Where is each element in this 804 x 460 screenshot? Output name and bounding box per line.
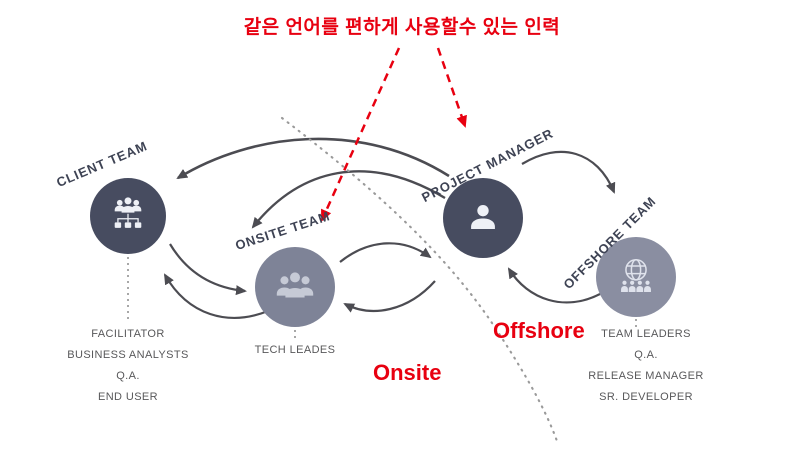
arrow-pm-to-onsite-return: [343, 280, 436, 313]
arrow-onsite-to-pm: [339, 242, 432, 263]
person-icon: [471, 204, 495, 229]
annotation-arrow-to-onsite: [320, 47, 401, 222]
arrow-offshore-to-pm: [507, 267, 601, 304]
role-item: SR. DEVELOPER: [599, 391, 693, 403]
role-item: TECH LEADES: [254, 344, 336, 356]
role-item: TEAM LEADERS: [601, 328, 691, 340]
client-team-roles: FACILITATOR BUSINESS ANALYSTS Q.A. END U…: [38, 324, 218, 408]
onsite-offshore-divider: [280, 116, 560, 446]
role-item: BUSINESS ANALYSTS: [67, 349, 189, 361]
arrow-pm-to-offshore: [521, 150, 616, 194]
role-item: Q.A.: [634, 349, 658, 361]
role-item: RELEASE MANAGER: [588, 370, 704, 382]
offshore-team-roles: TEAM LEADERS Q.A. RELEASE MANAGER SR. DE…: [566, 324, 726, 408]
role-item: END USER: [97, 391, 159, 403]
arrow-pm-to-client: [176, 137, 450, 180]
onsite-team-roles: TECH LEADES: [235, 340, 355, 361]
role-item: Q.A.: [116, 370, 140, 382]
arrow-client-to-onsite: [169, 243, 247, 296]
role-item: FACILITATOR: [91, 328, 165, 340]
client-team-node: [90, 178, 166, 254]
arrow-pm-to-onsite: [251, 170, 446, 229]
onsite-region-label: Onsite: [373, 360, 442, 385]
org-team-icon: [114, 197, 142, 228]
globe-team-icon: [620, 258, 652, 293]
annotation-title: 같은 언어를 편하게 사용할수 있는 인력: [243, 17, 561, 38]
team-icon: [276, 272, 314, 298]
offshore-region-label: Offshore: [493, 318, 585, 343]
onsite-team-node: [255, 247, 335, 327]
offshore-team-node: [596, 237, 676, 317]
project-manager-node: [443, 178, 523, 258]
arrow-onsite-to-client: [164, 273, 269, 319]
annotation-arrow-to-pm: [436, 47, 467, 128]
